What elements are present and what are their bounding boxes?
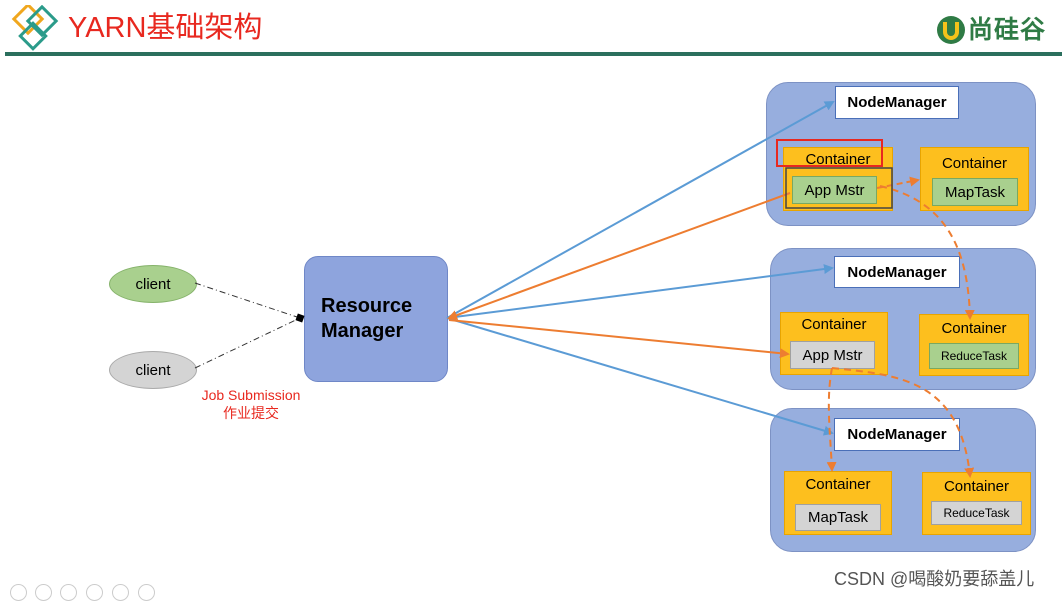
container-label: Container — [941, 155, 1008, 172]
job-submission-en: Job Submission — [201, 387, 301, 403]
map-task-3: MapTask — [795, 504, 881, 531]
client-2: client — [109, 351, 197, 389]
node-manager-label-1: NodeManager — [835, 86, 959, 119]
more-options-button[interactable] — [138, 584, 155, 601]
slide-next-button[interactable] — [35, 584, 52, 601]
header-divider — [5, 52, 1062, 56]
resource-manager-label-line1: Resource — [321, 295, 413, 317]
container-label: Container — [943, 478, 1010, 495]
container-label: Container — [805, 476, 871, 493]
appmstr1-outline — [785, 167, 893, 209]
container-label: Container — [805, 151, 871, 168]
rm-to-nm2-arrow — [446, 264, 834, 319]
appmstr1-to-rm-arrow — [447, 192, 791, 320]
map-task-1: MapTask — [932, 178, 1018, 206]
app-master-task-2: App Mstr — [790, 341, 875, 369]
reduce-task-2: ReduceTask — [929, 343, 1019, 369]
app-master-task-1: App Mstr — [792, 176, 877, 204]
appmstr1-to-reducetask2-arrow — [879, 185, 975, 320]
watermark-text: CSDN @喝酸奶要舔盖儿 — [834, 569, 1035, 589]
client-1: client — [109, 265, 197, 303]
resource-manager-label: Resource Manager — [321, 294, 412, 344]
client-1-line — [194, 282, 301, 319]
rm-to-nm3-arrow — [446, 317, 834, 436]
resource-manager-box — [304, 256, 448, 382]
appmstr2-to-reducetask3-arrow — [831, 367, 975, 478]
brand-logo-icon — [937, 16, 965, 44]
node-manager-label-3: NodeManager — [834, 418, 960, 451]
container-label: Container — [941, 320, 1007, 337]
appmstr2-to-maptask3-arrow — [826, 367, 837, 472]
rm-to-nm1-arrow — [446, 101, 835, 319]
slide-prev-button[interactable] — [10, 584, 27, 601]
highlight-box — [776, 139, 883, 167]
job-submission-label: Job Submission 作业提交 — [196, 386, 306, 422]
brand-logo-text: 尚硅谷 — [968, 16, 1047, 44]
header-diamond-logo-icon — [11, 5, 59, 51]
zoom-button[interactable] — [112, 584, 129, 601]
job-submission-zh: 作业提交 — [223, 405, 279, 421]
resource-manager-label-line2: Manager — [321, 320, 404, 342]
page-title: YARN基础架构 — [68, 12, 263, 44]
reduce-task-3: ReduceTask — [931, 501, 1022, 525]
pen-tool-button[interactable] — [60, 584, 77, 601]
client-2-line — [194, 313, 305, 369]
node-manager-label-2: NodeManager — [834, 256, 960, 288]
appmstr1-to-maptask1-arrow — [876, 176, 920, 189]
container-label: Container — [801, 316, 867, 333]
menu-button[interactable] — [86, 584, 103, 601]
rm-to-appmstr2-arrow — [448, 319, 790, 359]
